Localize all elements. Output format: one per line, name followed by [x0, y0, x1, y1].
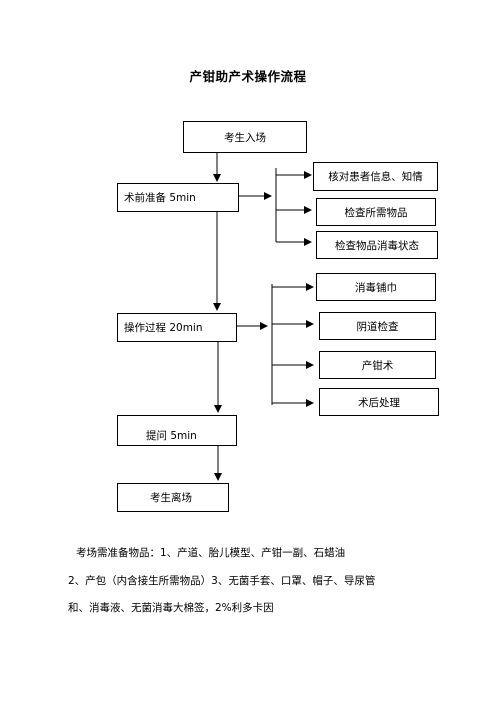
operate-substep-1: 消毒铺巾 [316, 273, 436, 301]
prep-substep-3: 检查物品消毒状态 [316, 231, 438, 259]
step-operate-label: 操作过程 20min [124, 322, 203, 334]
operate-substep-3: 产钳术 [319, 351, 436, 379]
step-leave: 考生离场 [117, 483, 229, 512]
operate-substep-4-label: 术后处理 [358, 396, 400, 409]
step-question-label: 提问 5min [146, 430, 197, 442]
materials-note-line-1: 考场需准备物品：1、产道、胎儿模型、产钳一副、石蜡油 [76, 547, 346, 559]
operate-substep-2-label: 阴道检查 [356, 320, 399, 333]
operate-substep-2: 阴道检查 [319, 312, 436, 340]
step-enter: 考生入场 [183, 121, 307, 153]
prep-substep-2-label: 检查所需物品 [344, 206, 408, 219]
step-operate: 操作过程 20min [117, 313, 237, 342]
prep-substep-3-label: 检查物品消毒状态 [335, 239, 419, 252]
step-question: 提问 5min [117, 415, 237, 446]
operate-substep-1-label: 消毒铺巾 [355, 281, 397, 294]
step-enter-label: 考生入场 [224, 131, 266, 144]
step-leave-label: 考生离场 [150, 492, 192, 504]
step-prep-label: 术前准备 5min [124, 192, 196, 204]
operate-substep-4: 术后处理 [319, 388, 439, 416]
prep-substep-1: 核对患者信息、知情 [313, 162, 438, 191]
page-title: 产钳助产术操作流程 [189, 69, 307, 84]
materials-note-line-2: 2、产包（内含接生所需物品）3、无菌手套、口罩、帽子、导尿管 [68, 575, 376, 587]
prep-substep-1-label: 核对患者信息、知情 [328, 171, 423, 183]
operate-substep-3-label: 产钳术 [361, 359, 394, 372]
materials-note-line-3: 和、消毒液、无菌消毒大棉签，2%利多卡因 [68, 602, 274, 614]
prep-substep-2: 检查所需物品 [316, 198, 436, 226]
step-prep: 术前准备 5min [117, 183, 239, 212]
